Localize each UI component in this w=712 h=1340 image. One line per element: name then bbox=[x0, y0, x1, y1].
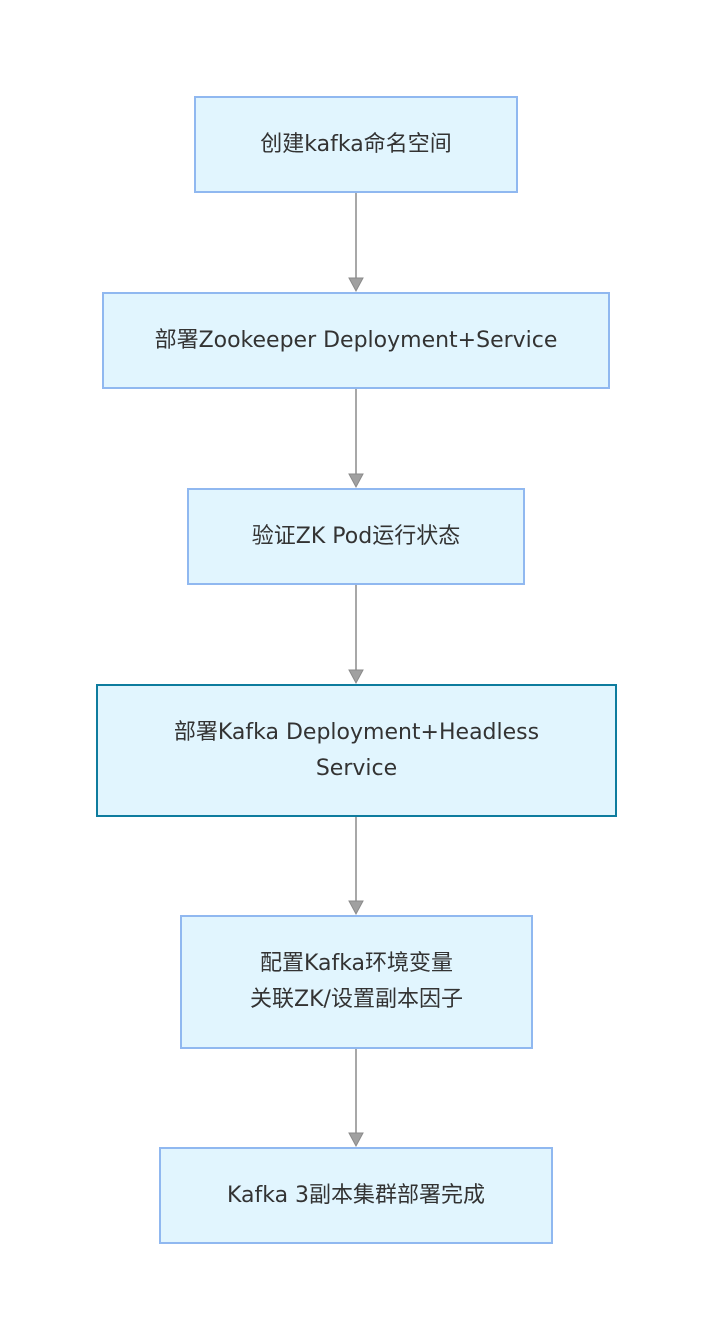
node-deploy-zookeeper[interactable]: 部署Zookeeper Deployment+Service bbox=[102, 292, 610, 389]
node-cluster-complete[interactable]: Kafka 3副本集群部署完成 bbox=[159, 1147, 553, 1244]
node-label: 部署Zookeeper Deployment+Service bbox=[154, 327, 558, 353]
node-verify-zk-pod[interactable]: 验证ZK Pod运行状态 bbox=[187, 488, 525, 585]
edge-arrowhead-3 bbox=[348, 669, 364, 685]
edge-arrowhead-2 bbox=[348, 473, 364, 489]
node-create-namespace[interactable]: 创建kafka命名空间 bbox=[194, 96, 518, 193]
node-deploy-kafka[interactable]: 部署Kafka Deployment+Headless Service bbox=[96, 684, 617, 817]
node-label: 创建kafka命名空间 bbox=[260, 131, 452, 157]
node-label: Kafka 3副本集群部署完成 bbox=[226, 1182, 486, 1208]
node-configure-kafka-env[interactable]: 配置Kafka环境变量 关联ZK/设置副本因子 bbox=[180, 915, 533, 1049]
node-label: 验证ZK Pod运行状态 bbox=[251, 523, 461, 549]
edge-arrowhead-1 bbox=[348, 277, 364, 293]
node-label: 部署Kafka Deployment+Headless Service bbox=[173, 719, 540, 781]
node-label: 配置Kafka环境变量 关联ZK/设置副本因子 bbox=[250, 951, 463, 1012]
edge-arrowhead-5 bbox=[348, 1132, 364, 1148]
edge-arrowhead-4 bbox=[348, 900, 364, 916]
